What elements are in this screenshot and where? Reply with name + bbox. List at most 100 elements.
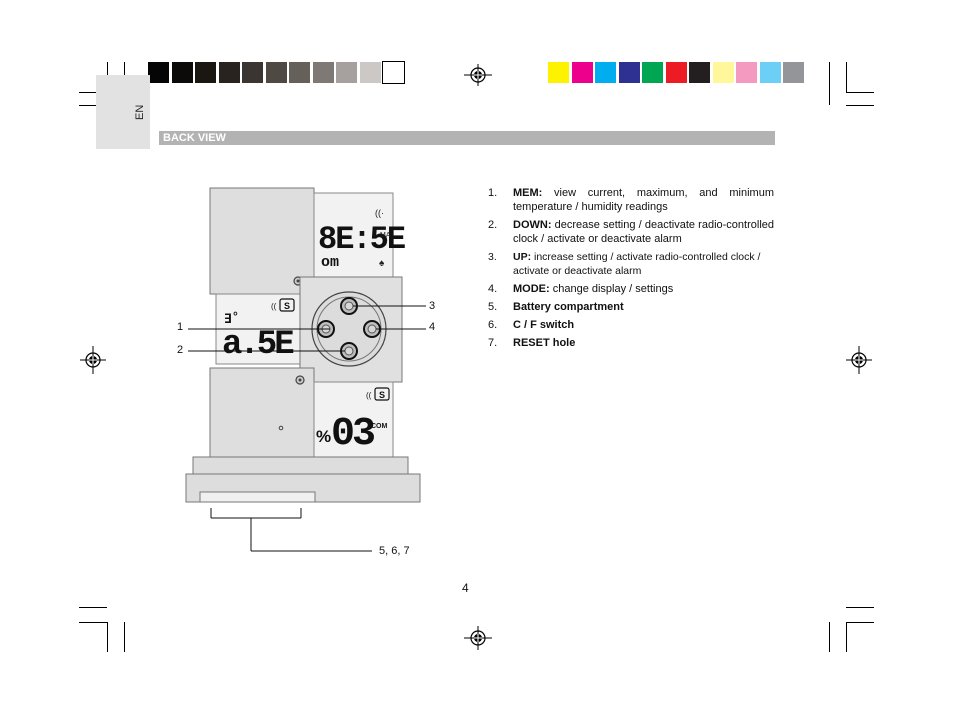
registration-mark-top <box>464 64 492 86</box>
callout-3: 3 <box>429 300 436 312</box>
item-description: view current, maximum, and minimum tempe… <box>513 187 774 213</box>
base-upper <box>192 456 409 476</box>
feature-list-item: 1. MEM: view current, maximum, and minimu… <box>488 186 774 214</box>
feature-list-item: 3. UP: increase setting / activate radio-… <box>488 250 774 278</box>
temperature-lcd-digits: a.5E <box>222 326 294 364</box>
sensor-icon <box>279 298 295 312</box>
sensor-signal-icon: (( <box>366 391 372 400</box>
degree-prefix: ∃ <box>224 312 232 327</box>
crop-mark <box>846 62 847 92</box>
item-number: 7. <box>488 337 498 349</box>
sensor-signal-icon: (( <box>271 302 277 311</box>
registration-mark-bottom <box>464 626 492 650</box>
sensor-icon <box>374 387 390 401</box>
color-swatch <box>312 62 334 83</box>
callout-1: 1 <box>177 321 184 333</box>
item-term: DOWN: <box>513 219 552 231</box>
item-description: decrease setting / deactivate radio-cont… <box>513 219 774 245</box>
item-term: UP: <box>513 251 532 263</box>
radio-signal-icon: ((· <box>375 208 384 218</box>
item-number: 1. <box>488 187 498 199</box>
item-number: 5. <box>488 301 498 313</box>
humidity-unit: % <box>316 427 331 446</box>
item-number: 2. <box>488 219 498 231</box>
language-label: EN <box>134 104 146 120</box>
language-tab <box>96 75 150 149</box>
crop-mark <box>829 62 830 105</box>
color-swatch <box>218 62 240 83</box>
color-swatch <box>571 62 593 83</box>
page-number: 4 <box>462 581 469 595</box>
humidity-lcd-digits: 03 <box>331 412 374 457</box>
crop-mark <box>107 622 108 652</box>
color-swatch <box>759 62 781 83</box>
battery-compartment <box>199 491 316 503</box>
item-description: change display / settings <box>549 283 674 295</box>
color-swatch <box>736 62 757 83</box>
item-number: 6. <box>488 319 498 331</box>
color-swatch <box>195 62 216 83</box>
color-swatch <box>336 62 357 83</box>
color-swatch <box>359 62 381 83</box>
up-button <box>340 297 358 315</box>
color-swatch <box>618 62 640 83</box>
crop-mark <box>846 622 874 623</box>
color-swatch <box>148 62 169 83</box>
crop-mark <box>79 607 107 608</box>
feature-list-item: 4. MODE: change display / settings <box>488 282 774 296</box>
color-swatch <box>712 62 734 83</box>
item-term: C / F switch <box>513 319 575 331</box>
color-swatch <box>783 62 804 83</box>
top-cover-panel <box>209 187 315 295</box>
color-swatch <box>665 62 687 83</box>
crop-mark <box>846 105 874 106</box>
item-number: 4. <box>488 283 498 295</box>
color-swatch <box>289 62 310 83</box>
crop-mark <box>846 622 847 652</box>
color-swatch <box>595 62 616 83</box>
crop-mark <box>79 622 107 623</box>
feature-list-item: 7. RESET hole <box>488 336 774 350</box>
time-lcd-sub: om <box>321 254 339 271</box>
item-term: MODE: <box>513 283 550 295</box>
callout-5-6-7: 5, 6, 7 <box>379 545 410 557</box>
color-swatch <box>265 62 287 83</box>
color-swatch <box>242 62 263 83</box>
registration-mark-left <box>80 346 106 374</box>
feature-list: 1. MEM: view current, maximum, and minimu… <box>488 186 774 354</box>
svg-text:S: S <box>284 301 290 311</box>
crop-mark <box>79 92 107 93</box>
humidity-lcd-panel <box>313 381 394 459</box>
feature-list-item: 5. Battery compartment <box>488 300 774 314</box>
time-lcd-panel <box>313 192 394 278</box>
item-term: Battery compartment <box>513 301 624 313</box>
color-swatch <box>382 61 405 84</box>
feature-list-item: 6. C / F switch <box>488 318 774 332</box>
crop-mark <box>829 622 830 652</box>
callout-4: 4 <box>429 321 436 333</box>
section-header: BACK VIEW <box>159 131 775 145</box>
svg-text:S: S <box>379 390 385 400</box>
down-button <box>340 342 358 360</box>
item-number: 3. <box>488 251 497 263</box>
melody-icon: MA <box>380 232 391 239</box>
feature-list-item: 2. DOWN: decrease setting / deactivate ra… <box>488 218 774 246</box>
callout-2: 2 <box>177 344 184 356</box>
item-description: increase setting / activate radio-contro… <box>513 251 761 277</box>
reset-hole-icon <box>278 425 284 431</box>
section-title: BACK VIEW <box>163 132 226 144</box>
registration-mark-right <box>846 346 872 374</box>
crop-mark <box>846 92 874 93</box>
device-back-view-illustration: 8E:5E om ((· MA ♠ a.5E ° ∃ S (( 03 % COM… <box>185 187 426 552</box>
time-lcd-digits: 8E:5E <box>318 221 405 258</box>
item-term: MEM: <box>513 187 543 199</box>
item-term: RESET hole <box>513 337 576 349</box>
temperature-unit: ° <box>233 309 238 323</box>
crop-mark <box>846 607 874 608</box>
humidity-sub: COM <box>371 423 388 430</box>
crop-mark <box>124 622 125 652</box>
color-swatch <box>548 62 569 83</box>
color-swatch <box>689 62 710 83</box>
alarm-bell-icon: ♠ <box>379 258 385 269</box>
color-swatch <box>642 62 663 83</box>
